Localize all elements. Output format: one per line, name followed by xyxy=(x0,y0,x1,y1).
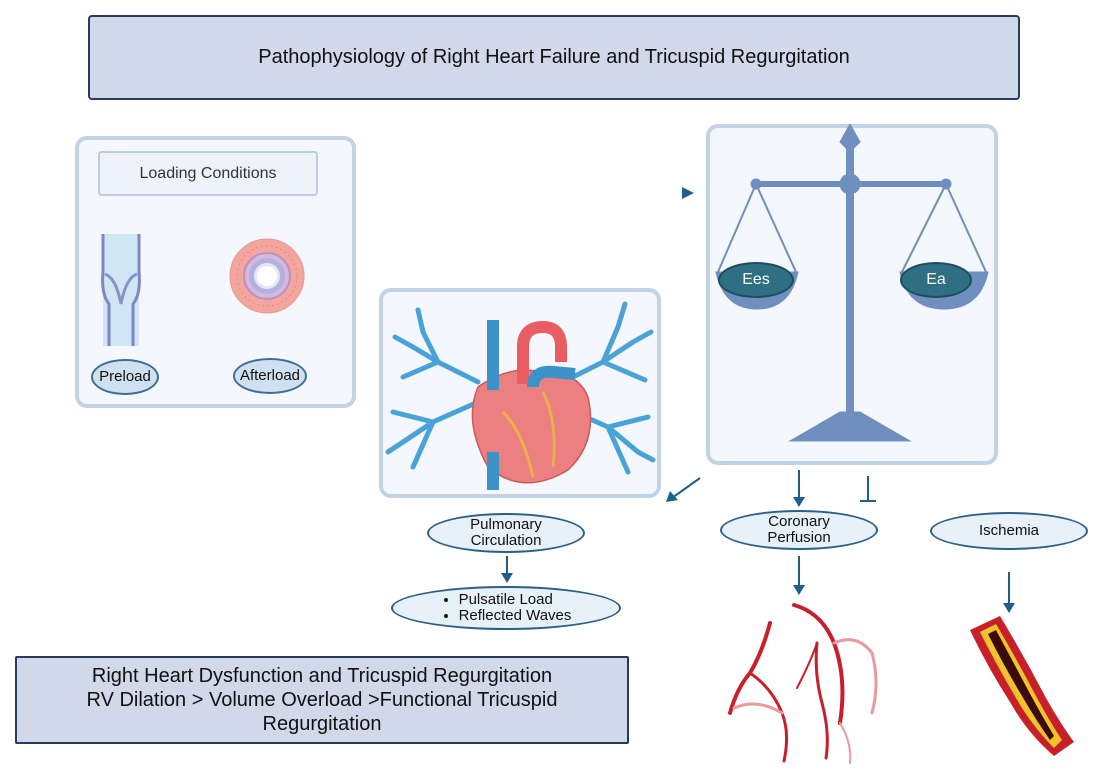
loading-conditions-text: Loading Conditions xyxy=(139,164,277,182)
list-item: Reflected Waves xyxy=(459,607,572,625)
afterload-vessel-icon xyxy=(229,238,305,314)
afterload-label: Afterload xyxy=(233,358,307,394)
pulmonary-circulation-node: Pulmonary Circulation xyxy=(427,513,585,553)
atherosclerotic-artery-icon xyxy=(970,616,1074,756)
ischemia-to-plaque-arrow xyxy=(1003,572,1015,613)
coronary-perfusion-node: Coronary Perfusion xyxy=(720,510,878,550)
diagram-title-text: Pathophysiology of Right Heart Failure a… xyxy=(258,46,850,68)
preload-vessel-icon xyxy=(101,234,141,346)
balance-to-pulmonary-arrow xyxy=(666,477,701,502)
pulmonary-to-pulsatile-arrow xyxy=(501,556,513,583)
summary-line-2: RV Dilation > Volume Overload >Functiona… xyxy=(86,689,558,711)
inhibition-marker-icon xyxy=(860,476,876,502)
list-item: Pulsatile Load xyxy=(459,591,572,609)
heart-icon xyxy=(385,301,656,490)
coronary-to-vessels-arrow xyxy=(793,556,805,595)
summary-line-1: Right Heart Dysfunction and Tricuspid Re… xyxy=(91,665,553,687)
summary-line-3: Regurgitation xyxy=(262,713,382,735)
loading-conditions-label: Loading Conditions xyxy=(98,151,318,196)
preload-label: Preload xyxy=(91,359,159,395)
diagram-title: Pathophysiology of Right Heart Failure a… xyxy=(88,15,1020,100)
summary-box: Right Heart Dysfunction and Tricuspid Re… xyxy=(15,656,629,744)
ischemia-node: Ischemia xyxy=(930,512,1088,550)
pulsatile-load-node: Pulsatile Load Reflected Waves xyxy=(391,586,621,630)
coronary-arteries-icon xyxy=(728,603,878,764)
ea-pan-label: Ea xyxy=(900,262,972,298)
ees-pan-label: Ees xyxy=(718,262,794,298)
loading-to-balance-arrow xyxy=(398,187,694,199)
pulsatile-load-list: Pulsatile Load Reflected Waves xyxy=(441,591,572,625)
balance-to-coronary-arrow xyxy=(793,470,805,507)
